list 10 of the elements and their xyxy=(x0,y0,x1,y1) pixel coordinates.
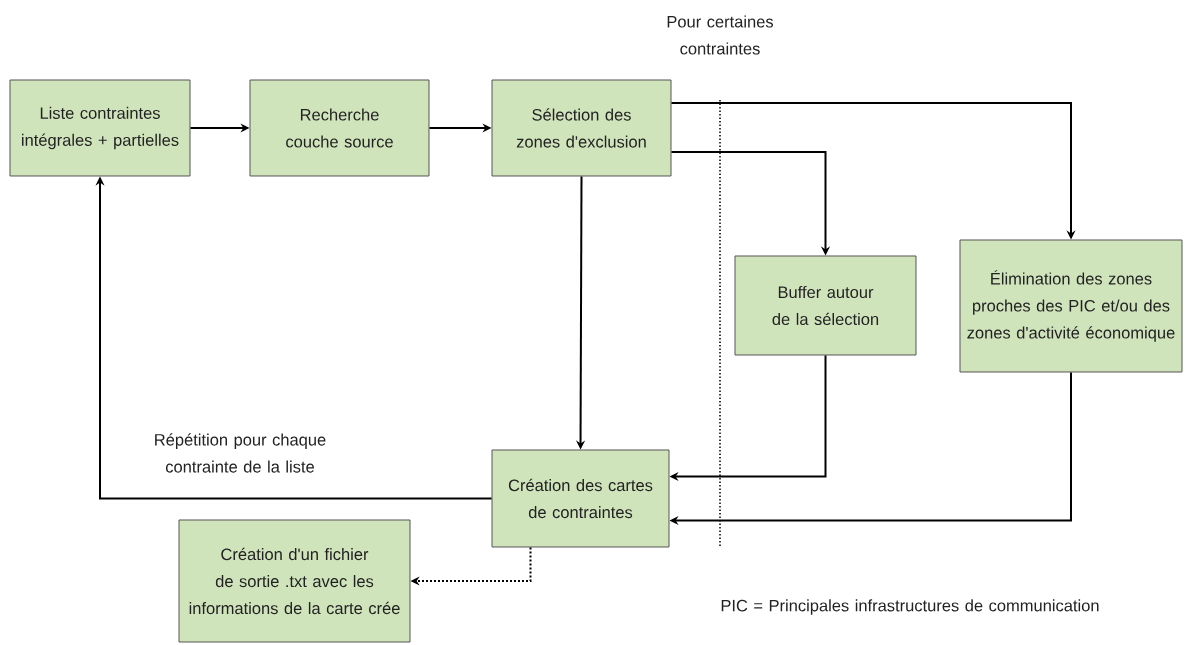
process-box: Buffer autour de la sélection xyxy=(734,255,917,356)
process-box: Création d'un fichier de sortie .txt avec les informations de la carte crée xyxy=(178,519,411,643)
process-box: Recherche couche source xyxy=(249,79,430,177)
process-box: Élimination des zones proches des PIC et/ou des zones d'activité économique xyxy=(959,239,1183,373)
note-text: PIC = Principales infrastructures de communication xyxy=(721,599,1099,615)
edge-label: Répétition pour chaque contrainte de la liste xyxy=(155,433,326,473)
process-box: Liste contraintes intégrales + partielles xyxy=(9,79,191,177)
process-box: Sélection des zones d'exclusion xyxy=(491,79,672,177)
note-text: Pour certaines contraintes xyxy=(667,15,774,55)
process-box: Création des cartes de contraintes xyxy=(491,449,670,548)
